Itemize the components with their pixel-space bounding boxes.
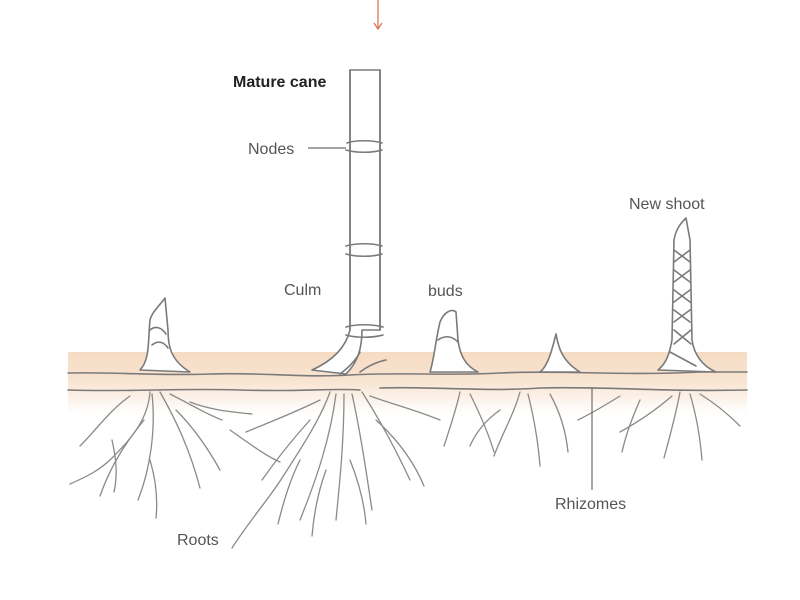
soil-band [68,352,747,414]
label-mature-cane: Mature cane [233,74,326,91]
label-culm: Culm [284,282,321,299]
bud-2 [539,333,581,373]
label-buds: buds [428,283,463,300]
label-nodes: Nodes [248,141,294,158]
mature-cane [311,69,387,375]
left-shoot [139,297,191,373]
new-shoot [657,217,717,373]
label-new-shoot: New shoot [629,196,705,213]
label-roots: Roots [177,532,219,549]
label-rhizomes: Rhizomes [555,496,626,513]
scroll-down-arrow-icon [373,0,383,31]
roots [69,391,741,549]
cane-nodes [345,139,384,339]
bud-1 [429,309,479,373]
rhizome [67,371,748,392]
